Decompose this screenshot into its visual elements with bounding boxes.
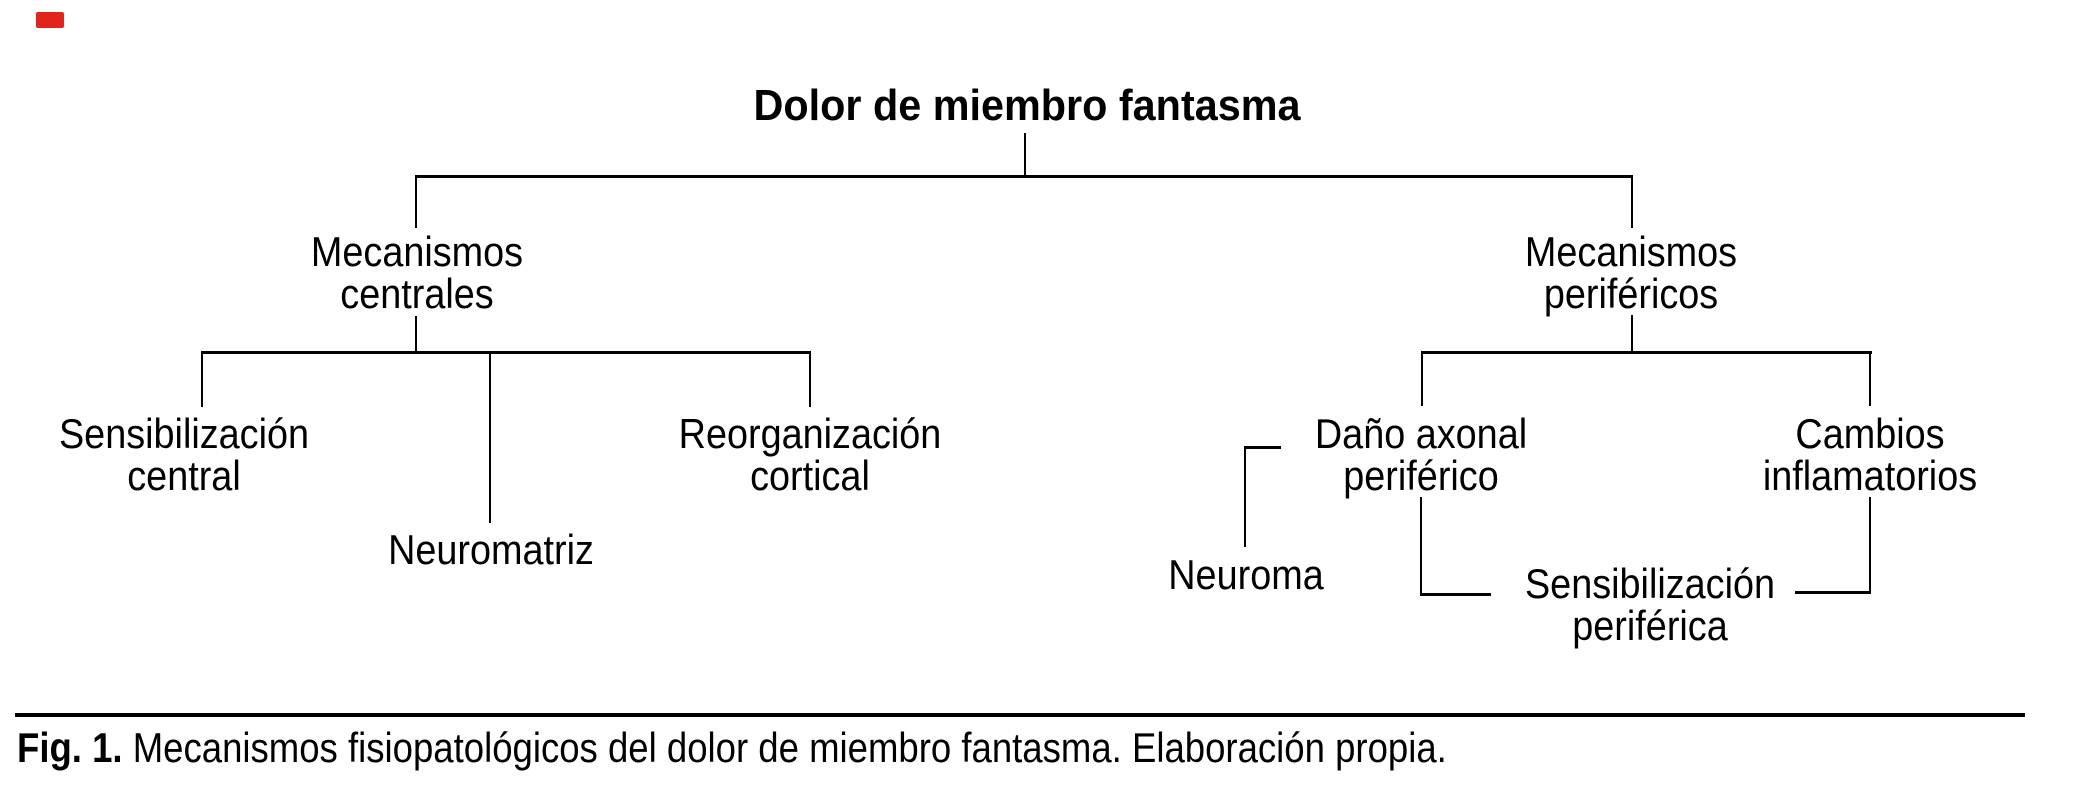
caption-figure-number: Fig. 1. — [17, 724, 123, 771]
connector-central-stub — [415, 316, 417, 354]
connector-main-horizontal — [415, 175, 1633, 178]
node-line: Cambios — [1795, 410, 1945, 457]
node-line: Sensibilización — [1524, 560, 1776, 607]
node-line: cortical — [750, 452, 870, 499]
node-cambios-inflamatorios: Cambios inflamatorios — [1600, 413, 2080, 497]
caption-text: Mecanismos fisiopatológicos del dolor de… — [122, 724, 1447, 771]
node-neuroma: Neuroma — [976, 554, 1516, 596]
node-line: periféricos — [1543, 270, 1719, 317]
node-line: central — [127, 452, 241, 499]
red-corner-marker — [36, 12, 64, 28]
figure-caption: Fig. 1. Mecanismos fisiopatológicos del … — [17, 725, 1447, 771]
connector-cambios-drop — [1869, 351, 1871, 406]
node-dano-axonal-periferico: Daño axonal periférico — [1151, 413, 1691, 497]
node-sensibilizacion-periferica: Sensibilización periférica — [1380, 563, 1920, 647]
connector-neuroma-elbow-vertical — [1244, 446, 1246, 547]
node-line: centrales — [340, 270, 494, 317]
connector-left-branch-drop — [415, 175, 417, 228]
node-line: Reorganización — [678, 410, 942, 457]
connector-right-branch-drop — [1631, 175, 1633, 228]
connector-cambios-to-sens-periferica-horizontal — [1795, 591, 1871, 594]
connector-dano-axonal-drop — [1421, 351, 1423, 406]
connector-neuroma-elbow-horizontal — [1244, 446, 1281, 449]
connector-peripheral-horizontal — [1421, 351, 1872, 354]
connector-dano-to-sens-periferica-vertical — [1420, 497, 1422, 596]
connector-cambios-to-sens-periferica-vertical — [1869, 497, 1871, 594]
node-line: inflamatorios — [1762, 452, 1978, 499]
node-line: Neuroma — [1168, 551, 1324, 598]
node-sensibilizacion-central: Sensibilización central — [0, 413, 454, 497]
connector-reorganizacion-drop — [809, 351, 811, 407]
node-line: Sensibilización — [58, 410, 310, 457]
connector-peripheral-stub — [1631, 315, 1633, 354]
connector-root-stub — [1024, 133, 1026, 177]
node-line: Mecanismos — [310, 228, 524, 275]
node-line: Neuromatriz — [388, 526, 594, 573]
connector-dano-to-sens-periferica-horizontal — [1420, 593, 1491, 596]
node-reorganizacion-cortical: Reorganización cortical — [540, 413, 1080, 497]
node-line: periférico — [1343, 452, 1499, 499]
node-neuromatriz: Neuromatriz — [221, 529, 761, 571]
node-line: Daño axonal — [1314, 410, 1528, 457]
node-line: periférica — [1572, 602, 1728, 649]
caption-divider-rule — [15, 713, 2025, 717]
node-root-title: Dolor de miembro fantasma — [753, 81, 1301, 130]
node-mecanismos-perifericos: Mecanismos periféricos — [1361, 231, 1901, 315]
node-mecanismos-centrales: Mecanismos centrales — [147, 231, 687, 315]
connector-neuromatriz-drop — [489, 351, 491, 523]
connector-central-horizontal — [201, 351, 811, 354]
node-line: Mecanismos — [1524, 228, 1738, 275]
connector-sensibilizacion-central-drop — [201, 351, 203, 407]
